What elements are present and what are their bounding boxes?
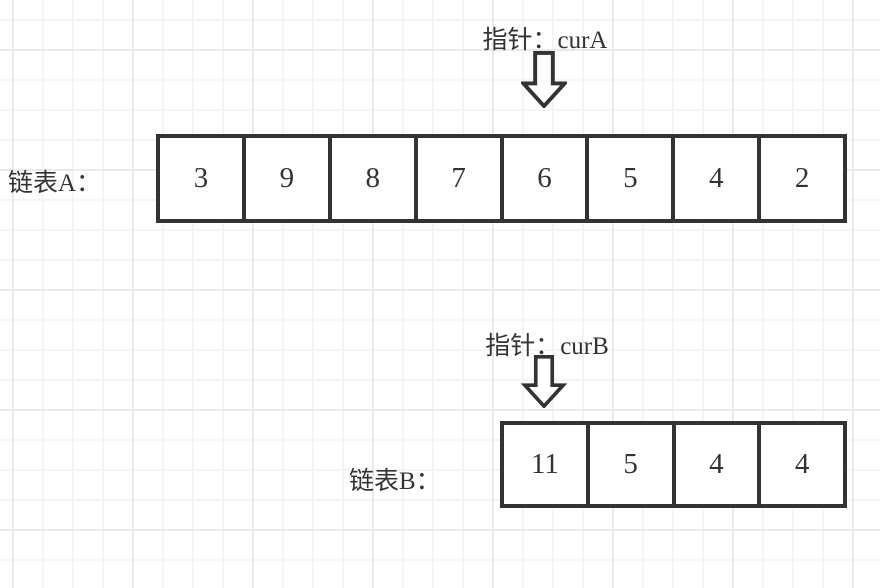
down-arrow-icon	[521, 355, 567, 408]
list-b-cell: 4	[671, 425, 758, 504]
list-b-label: 链表B：	[349, 468, 441, 495]
list-a-cell: 2	[757, 138, 843, 219]
pointer-cura-label: 指针：curA	[482, 27, 608, 54]
down-arrow-icon	[521, 51, 567, 108]
list-a-cell: 7	[413, 138, 500, 219]
list-a-cell: 5	[585, 138, 672, 219]
list-a-cell: 4	[671, 138, 758, 219]
list-a-cell: 8	[327, 138, 414, 219]
list-a-cell: 3	[160, 138, 242, 219]
list-b-cell: 11	[504, 425, 586, 504]
list-b-cell: 5	[585, 425, 672, 504]
list-b-cell: 4	[757, 425, 843, 504]
list-a-cell: 6	[499, 138, 586, 219]
list-a-cell: 9	[241, 138, 328, 219]
list-a-label: 链表A：	[8, 170, 102, 197]
